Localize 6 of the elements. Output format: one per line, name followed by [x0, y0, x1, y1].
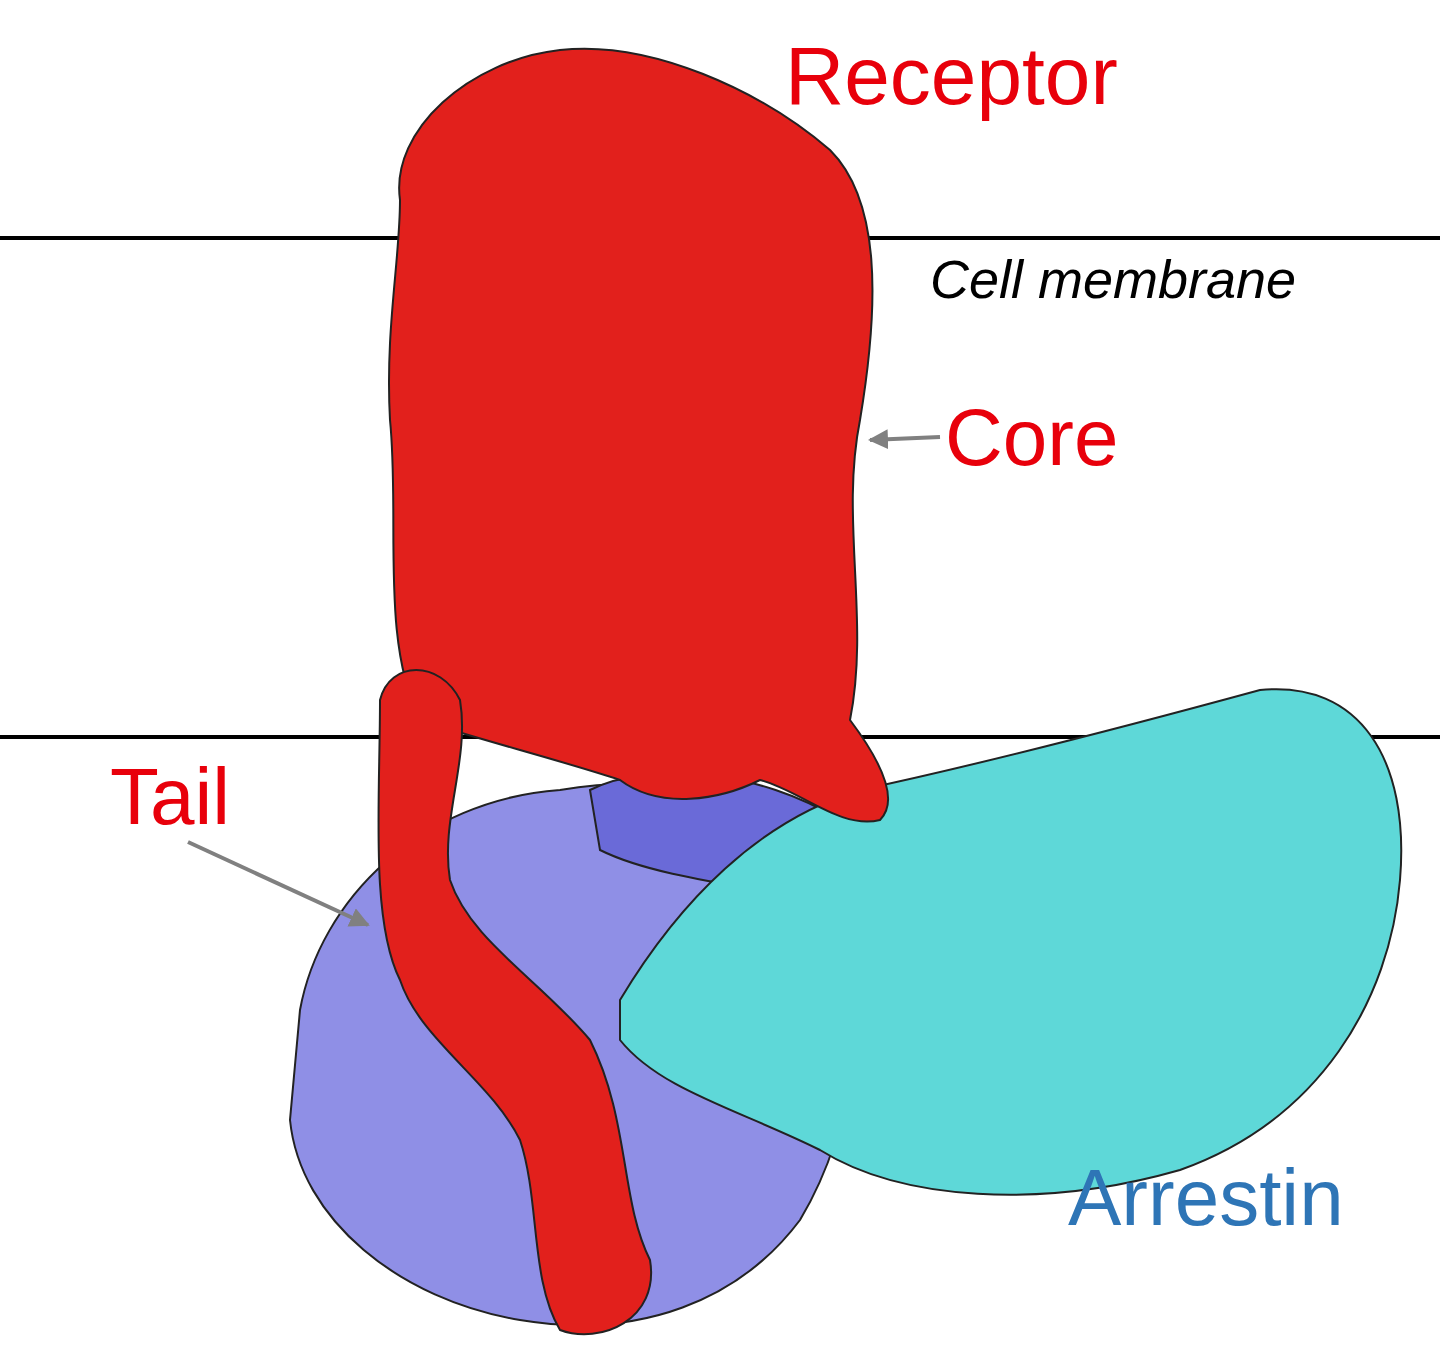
- leader-arrow: [868, 429, 941, 450]
- leader-arrow: [187, 840, 370, 927]
- tail-label: Tail: [110, 757, 231, 837]
- core-label: Core: [945, 398, 1119, 478]
- membrane-label: Cell membrane: [930, 252, 1297, 306]
- arrestin-label: Arrestin: [1068, 1158, 1344, 1238]
